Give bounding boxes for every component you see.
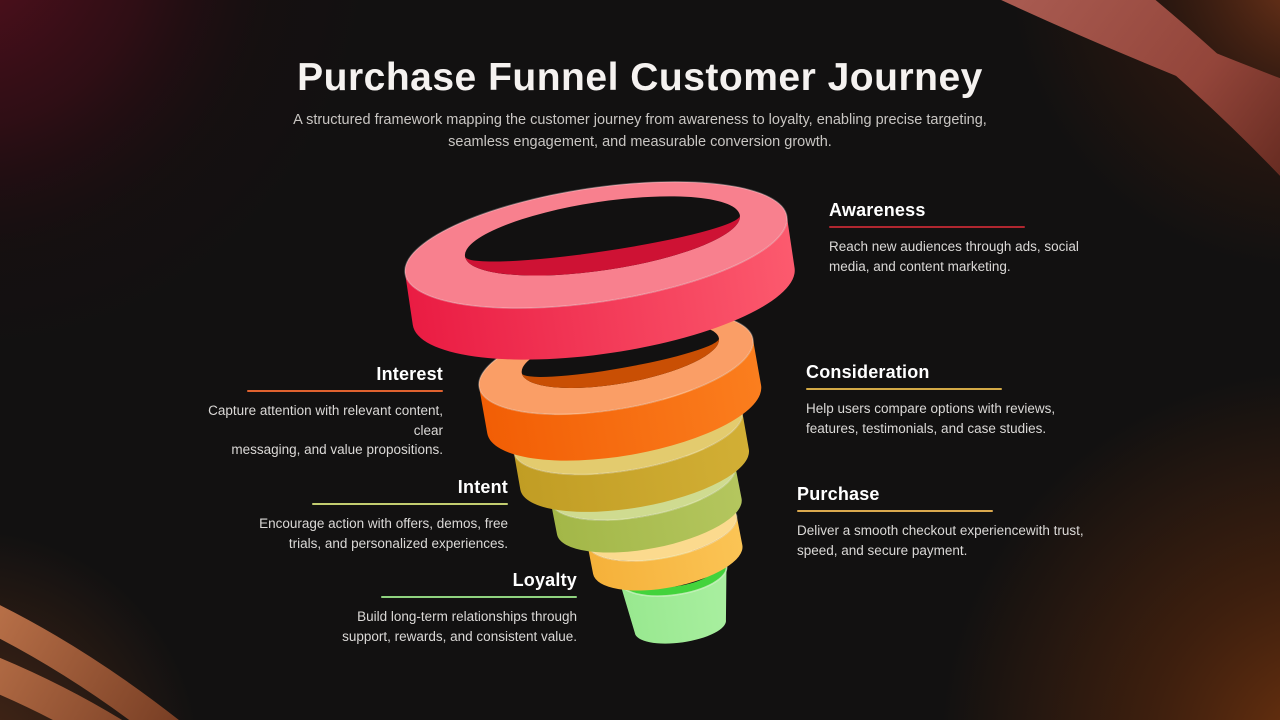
bottom-left-ribbon <box>0 657 123 720</box>
stage-loyalty: Loyalty Build long-term relationships th… <box>299 570 577 646</box>
stage-consideration-underline <box>806 388 1002 390</box>
stage-interest-title: Interest <box>376 364 443 384</box>
funnel-ring-consideration <box>512 388 750 512</box>
stage-intent-underline <box>312 503 508 505</box>
funnel-ring-interest <box>478 310 762 461</box>
stage-awareness-title: Awareness <box>829 200 926 220</box>
stage-interest-description: Capture attention with relevant content,… <box>208 403 443 457</box>
stage-consideration: Consideration Help users compare options… <box>806 362 1082 438</box>
page-title: Purchase Funnel Customer Journey <box>297 56 983 99</box>
stage-purchase-description: Deliver a smooth checkout experiencewith… <box>797 523 1084 558</box>
subtitle-line: A structured framework mapping the custo… <box>293 112 987 128</box>
stage-awareness: Awareness Reach new audiences through ad… <box>829 200 1099 276</box>
stage-intent-title: Intent <box>457 477 508 497</box>
bottom-left-glow <box>0 532 197 720</box>
stage-intent: Intent Encourage action with offers, dem… <box>230 477 508 553</box>
stage-purchase: Purchase Deliver a smooth checkout exper… <box>797 484 1105 560</box>
funnel-ring-purchase <box>586 498 743 591</box>
stage-interest-underline <box>247 390 443 392</box>
funnel-ring-intent <box>549 447 742 553</box>
bottom-left-ribbon <box>0 605 179 720</box>
stage-purchase-title: Purchase <box>797 484 880 504</box>
stage-consideration-title: Consideration <box>806 362 930 382</box>
stage-consideration-description: Help users compare options with reviews,… <box>806 401 1056 436</box>
subtitle-line: seamless engagement, and measurable conv… <box>448 134 832 150</box>
stage-awareness-underline <box>829 226 1025 228</box>
page-subtitle: A structured framework mapping the custo… <box>0 109 1280 153</box>
stage-loyalty-title: Loyalty <box>512 570 577 590</box>
stage-purchase-underline <box>797 510 993 512</box>
top-left-glow <box>0 0 376 358</box>
funnel-ring-loyalty <box>618 551 728 644</box>
stage-interest: Interest Capture attention with relevant… <box>180 364 443 460</box>
stage-loyalty-underline <box>381 596 577 598</box>
funnel-ring-awareness <box>404 181 795 360</box>
stage-intent-description: Encourage action with offers, demos, fre… <box>259 516 508 551</box>
